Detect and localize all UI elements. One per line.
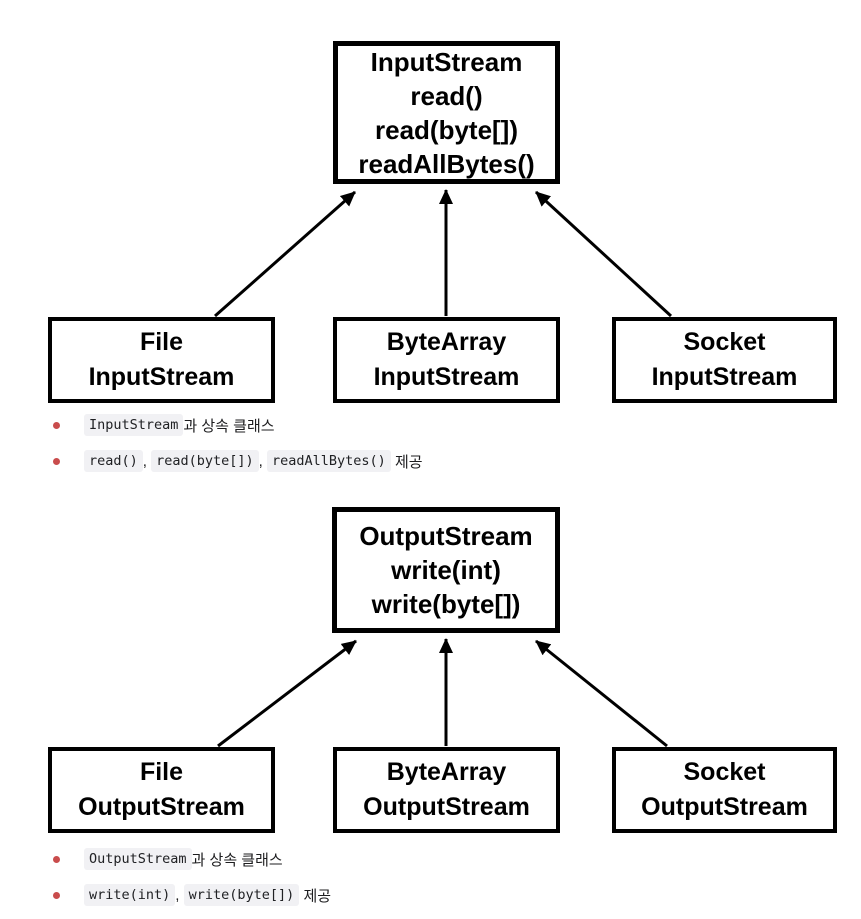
bullet-item: read(), read(byte[]), readAllBytes() 제공 bbox=[53, 450, 423, 472]
box-label-line: InputStream bbox=[373, 363, 520, 391]
bullet-text: read(), read(byte[]), readAllBytes() 제공 bbox=[84, 450, 423, 472]
box-label-line: ByteArray bbox=[386, 328, 507, 356]
box-label-line: File bbox=[139, 758, 184, 786]
inheritance-arrow bbox=[214, 190, 356, 318]
bullet-dot-icon bbox=[53, 855, 60, 863]
outputstream-parent-class-box: OutputStream write(int) write(byte[]) bbox=[332, 507, 560, 633]
inheritance-arrow bbox=[535, 639, 668, 748]
box-label-line: write(byte[]) bbox=[371, 589, 521, 619]
inline-code: readAllBytes() bbox=[267, 450, 391, 472]
bullet-label: 제공 bbox=[390, 453, 423, 471]
bullet-label: , bbox=[175, 886, 184, 904]
box-label-line: InputStream bbox=[88, 363, 235, 391]
box-label-line: OutputStream bbox=[78, 793, 245, 821]
box-label-line: read() bbox=[410, 80, 483, 111]
bullet-dot-icon bbox=[53, 891, 60, 899]
bullet-label: 제공 bbox=[299, 887, 332, 905]
bullet-label: 과 상속 클래스 bbox=[191, 851, 283, 869]
bullet-label: , bbox=[258, 452, 268, 470]
inline-code: read() bbox=[84, 450, 143, 472]
bullet-label: 과 상속 클래스 bbox=[183, 417, 275, 435]
inline-code: InputStream bbox=[84, 414, 184, 436]
box-label-line: File bbox=[139, 328, 184, 356]
inline-code: write(int) bbox=[84, 884, 176, 906]
bullet-dot-icon bbox=[53, 457, 60, 465]
box-label-line: read(byte[]) bbox=[374, 114, 518, 145]
inline-code: OutputStream bbox=[84, 848, 192, 870]
box-label-line: Socket bbox=[683, 328, 766, 356]
bullet-item: write(int), write(byte[]) 제공 bbox=[53, 884, 331, 906]
box-label-line: OutputStream bbox=[359, 521, 533, 551]
box-label-line: write(int) bbox=[391, 555, 501, 585]
box-label-line: InputStream bbox=[651, 363, 798, 391]
inline-code: write(byte[]) bbox=[183, 884, 300, 906]
box-label-line: OutputStream bbox=[363, 793, 530, 821]
inheritance-arrow bbox=[217, 639, 357, 748]
box-label-line: Socket bbox=[683, 758, 766, 786]
box-label-line: readAllBytes() bbox=[358, 148, 535, 179]
inline-code: read(byte[]) bbox=[151, 450, 259, 472]
bullet-text: write(int), write(byte[]) 제공 bbox=[84, 884, 331, 906]
box-label-line: InputStream bbox=[370, 46, 523, 77]
inheritance-arrow bbox=[534, 190, 673, 318]
box-label-line: ByteArray bbox=[386, 758, 507, 786]
bullet-label: , bbox=[142, 452, 152, 470]
box-label-line: OutputStream bbox=[641, 793, 808, 821]
bullet-dot-icon bbox=[53, 421, 60, 429]
